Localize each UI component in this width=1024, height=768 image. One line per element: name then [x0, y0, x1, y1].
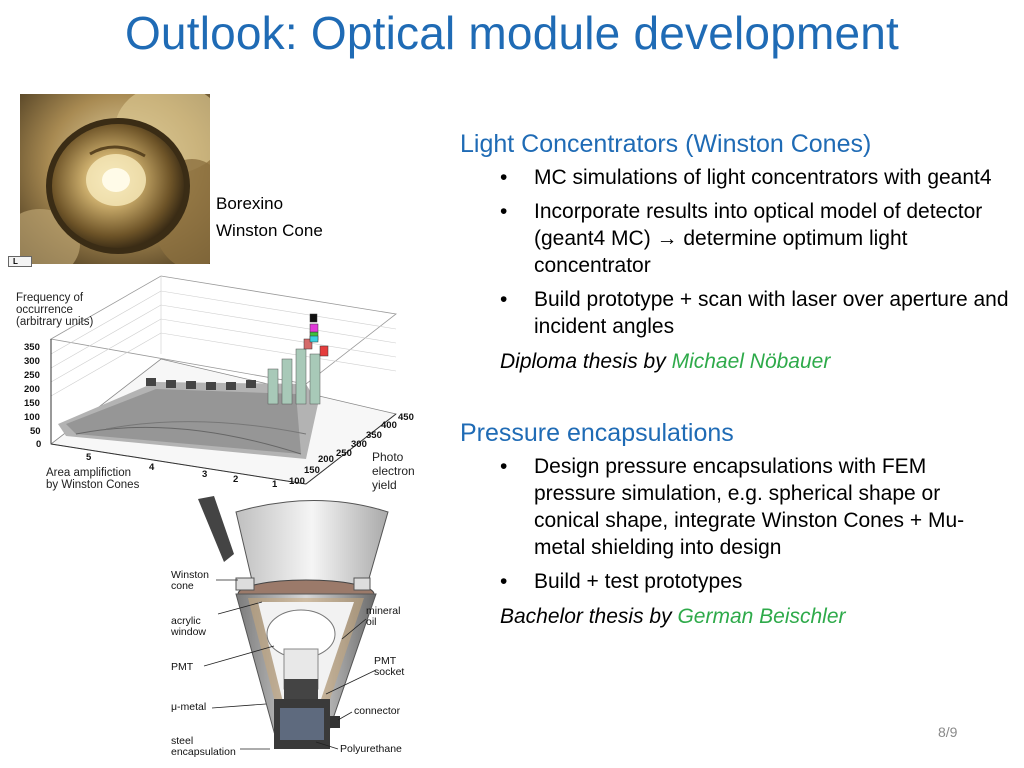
y-tick: 400 — [381, 420, 397, 431]
label-winston-cone: Winston cone — [171, 570, 209, 592]
bullet-icon: • — [500, 288, 508, 311]
z-tick: 150 — [24, 398, 40, 409]
label-line: Winston — [171, 569, 209, 581]
z-tick: 50 — [30, 426, 41, 437]
z-label-line: Frequency of — [16, 292, 84, 304]
y-tick: 350 — [366, 430, 382, 441]
z-tick: 0 — [36, 439, 42, 450]
bullet-text: Design pressure encapsulations with FEM … — [534, 455, 965, 559]
thesis-author: German Beischler — [677, 605, 846, 628]
thesis-prefix: Bachelor thesis by — [500, 605, 678, 628]
bullet-icon: • — [500, 570, 508, 593]
bullet-text: Incorporate results into optical model o… — [534, 200, 983, 277]
bullet-icon: • — [500, 455, 508, 478]
x-label-line: Area amplifiction — [46, 467, 132, 479]
x-tick: 3 — [202, 469, 208, 480]
label-mu-metal: μ-metal — [171, 701, 207, 713]
y-tick: 250 — [336, 448, 352, 459]
bullet-list-light-concentrators: • MC simulations of light concentrators w… — [500, 164, 1010, 340]
label-line: cone — [171, 580, 194, 592]
list-item: • Incorporate results into optical model … — [500, 198, 1010, 279]
list-item: • Build + test prototypes — [500, 568, 1010, 595]
photo-caption: Borexino Winston Cone — [216, 190, 323, 244]
bullet-text: Build + test prototypes — [534, 570, 743, 593]
lego-histogram: Frequency of occurrence (arbitrary units… — [6, 254, 426, 494]
thesis-credit-bachelor: Bachelor thesis by German Beischler — [500, 602, 1010, 632]
y-label-line: yield — [372, 478, 397, 492]
z-tick: 350 — [24, 342, 40, 353]
label-pmt-socket: PMT socket — [374, 656, 404, 678]
label-line: encapsulation — [171, 746, 236, 758]
content-column: Light Concentrators (Winston Cones) • MC … — [460, 128, 1010, 632]
thesis-credit-diploma: Diploma thesis by Michael Nöbauer — [500, 347, 1010, 377]
label-polyurethane: Polyurethane — [340, 743, 402, 755]
label-line: socket — [374, 666, 405, 678]
list-item: • Design pressure encapsulations with FEM… — [500, 453, 1010, 561]
page-number: 8/9 — [938, 724, 958, 740]
y-tick: 100 — [289, 476, 305, 487]
label-line: mineral — [366, 605, 401, 617]
z-tick: 250 — [24, 370, 40, 381]
label-mineral-oil: mineral oil — [366, 606, 400, 628]
label-connector: connector — [354, 705, 401, 717]
z-tick: 300 — [24, 356, 40, 367]
x-tick: 2 — [233, 474, 239, 485]
thesis-author: Michael Nöbauer — [671, 350, 831, 373]
x-label-line: by Winston Cones — [46, 479, 140, 491]
z-label-line: (arbitrary units) — [16, 316, 94, 328]
label-line: PMT — [374, 655, 397, 667]
label-pmt: PMT — [171, 661, 194, 673]
y-label-line: Photo — [372, 450, 404, 464]
label-line: acrylic — [171, 615, 201, 627]
list-item: • Build prototype + scan with laser over … — [500, 286, 1010, 340]
label-line: window — [171, 626, 207, 638]
y-tick: 450 — [398, 412, 414, 423]
label-steel-encapsulation: steel encapsulation — [171, 736, 236, 758]
label-line: steel — [171, 735, 194, 747]
list-item: • MC simulations of light concentrators w… — [500, 164, 1010, 191]
section-heading-light-concentrators: Light Concentrators (Winston Cones) — [460, 130, 872, 158]
corner-tag: L — [8, 256, 32, 267]
z-tick: 200 — [24, 384, 40, 395]
slide-title: Outlook: Optical module development — [124, 7, 900, 59]
bullet-list-pressure-encapsulations: • Design pressure encapsulations with FEM… — [500, 453, 1010, 595]
z-tick: 100 — [24, 412, 40, 423]
y-tick: 200 — [318, 454, 334, 465]
y-tick: 150 — [304, 465, 320, 476]
y-axis-label: Photo electron yield — [372, 450, 415, 492]
bullet-text: Build prototype + scan with laser over a… — [534, 288, 1009, 338]
x-tick: 4 — [149, 462, 155, 473]
x-tick: 1 — [272, 479, 278, 490]
winston-cone-photo — [20, 94, 210, 264]
z-axis-label: Frequency of occurrence (arbitrary units… — [16, 292, 93, 328]
caption-line-1: Borexino — [216, 194, 284, 213]
label-line: oil — [366, 616, 377, 628]
bullet-icon: • — [500, 200, 508, 223]
bullet-text: MC simulations of light concentrators wi… — [534, 166, 992, 189]
x-tick: 5 — [86, 452, 92, 463]
y-label-line: electron — [372, 464, 415, 478]
section-heading-pressure-encapsulations: Pressure encapsulations — [460, 419, 734, 447]
z-label-line: occurrence — [16, 304, 73, 316]
corner-tag-text: L — [13, 257, 18, 266]
bullet-icon: • — [500, 166, 508, 189]
x-axis-label: Area amplifiction by Winston Cones — [46, 467, 139, 491]
optical-module-schematic: Winston cone acrylic window PMT μ-metal … — [166, 494, 428, 764]
thesis-prefix: Diploma thesis by — [500, 350, 672, 373]
label-acrylic-window: acrylic window — [171, 616, 206, 638]
y-tick: 300 — [351, 439, 367, 450]
caption-line-2: Winston Cone — [216, 221, 323, 240]
